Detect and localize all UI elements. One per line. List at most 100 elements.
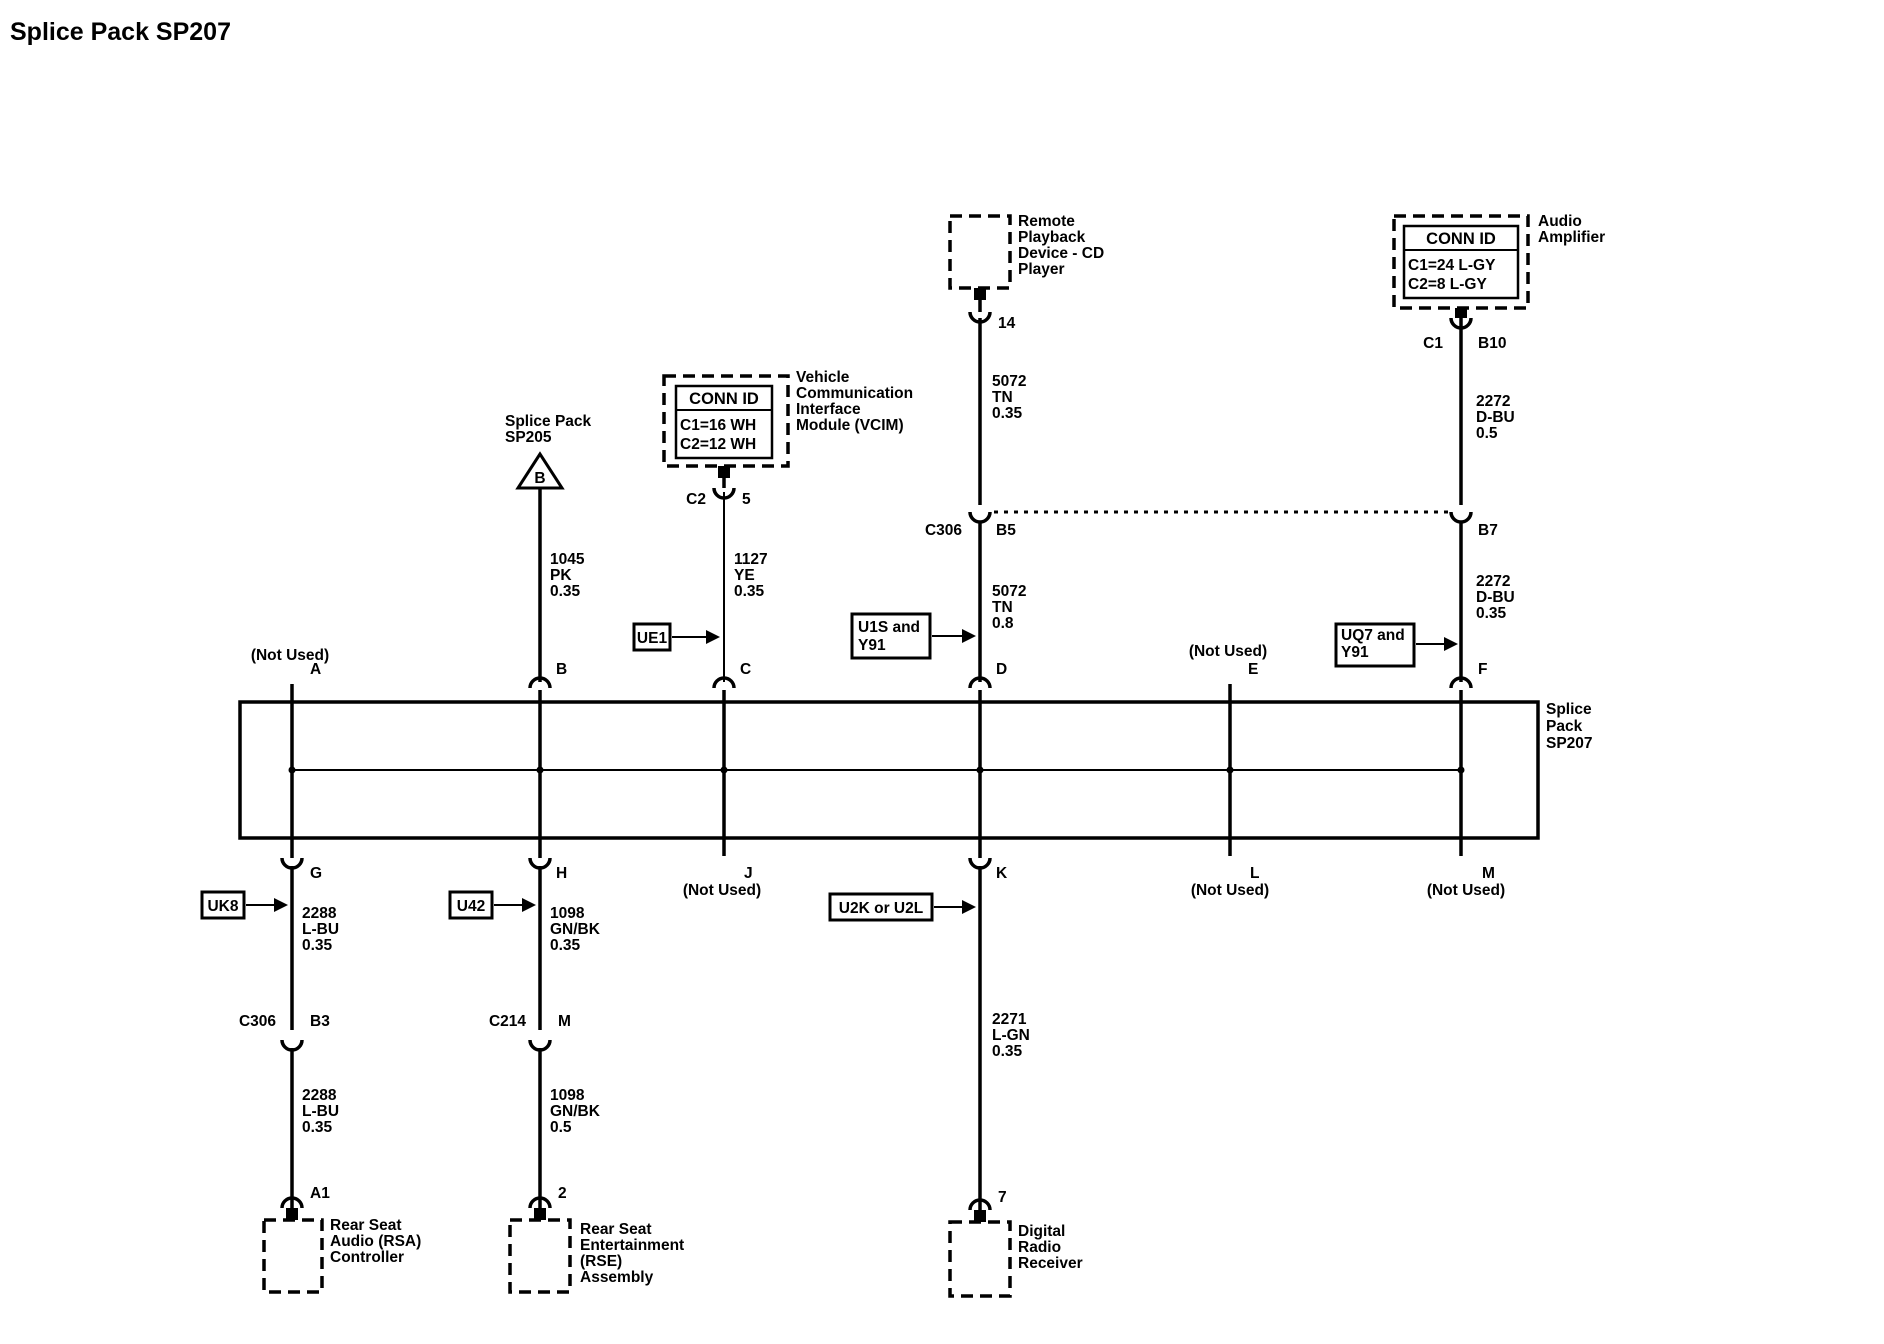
pin-h-label: H (556, 865, 567, 882)
rse-label-3: (RSE) (580, 1253, 622, 1270)
svg-text:L-GN: L-GN (992, 1027, 1030, 1044)
page-title: Splice Pack SP207 (10, 18, 231, 46)
pin-e-not-used: (Not Used) (1189, 643, 1267, 660)
svg-text:0.8: 0.8 (992, 615, 1014, 632)
amplifier-conn-id-c2: C2=8 L-GY (1408, 276, 1487, 293)
connector-cups (280, 311, 1473, 1211)
pin-b-label: B (556, 661, 567, 678)
splice-pack-label-3: SP207 (1546, 735, 1593, 752)
amplifier-label-1: Audio (1538, 213, 1582, 230)
svg-text:0.35: 0.35 (302, 1119, 333, 1136)
svg-text:0.5: 0.5 (550, 1119, 572, 1136)
vcim-connector-id: C2 (686, 491, 706, 508)
svg-text:2288: 2288 (302, 1087, 337, 1104)
rse-label-1: Rear Seat (580, 1221, 652, 1238)
wire-label-2288-lower: 2288 L-BU 0.35 (302, 1087, 339, 1136)
radio-label-2: Radio (1018, 1239, 1061, 1256)
cd-player-pin: 14 (998, 315, 1016, 332)
svg-text:PK: PK (550, 567, 572, 584)
radio-label-3: Receiver (1018, 1255, 1083, 1272)
option-uq7-y91-arrow: UQ7 and Y91 (1334, 622, 1458, 668)
cd-player-label-4: Player (1018, 261, 1065, 278)
pin-d-label: D (996, 661, 1007, 678)
sp205-symbol-letter: B (534, 470, 545, 487)
splice-pack-sp207-body (238, 700, 1540, 840)
splice-pack-label-2: Pack (1546, 718, 1583, 735)
pin-j-label: J (744, 865, 753, 882)
rse-pin: 2 (558, 1185, 567, 1202)
amplifier-connector-id: C1 (1423, 335, 1443, 352)
cd-player-label-3: Device - CD (1018, 245, 1104, 262)
splice-pack-sp205-reference-symbol (515, 451, 565, 490)
svg-text:1045: 1045 (550, 551, 585, 568)
wire-label-5072-upper: 5072 TN 0.35 (992, 373, 1026, 422)
option-u1s-y91-arrow: U1S and Y91 (850, 612, 976, 660)
wire-label-2272-lower: 2272 D-BU 0.35 (1476, 573, 1515, 622)
svg-text:0.35: 0.35 (302, 937, 333, 954)
vcim-pin: 5 (742, 491, 751, 508)
svg-text:2272: 2272 (1476, 393, 1510, 410)
svg-text:0.35: 0.35 (992, 1043, 1023, 1060)
svg-text:L-BU: L-BU (302, 1103, 339, 1120)
amplifier-conn-id-title: CONN ID (1426, 230, 1496, 248)
option-u42-arrow: U42 (448, 890, 536, 920)
pin-f-label: F (1478, 661, 1487, 678)
svg-text:U2K or U2L: U2K or U2L (839, 900, 923, 917)
svg-text:UE1: UE1 (637, 630, 668, 647)
svg-text:U1S and: U1S and (858, 619, 920, 636)
svg-text:2271: 2271 (992, 1011, 1027, 1028)
pin-a-not-used: (Not Used) (251, 647, 329, 664)
sp205-label-2: SP205 (505, 429, 552, 446)
vcim-conn-id-table (674, 384, 774, 460)
svg-text:0.35: 0.35 (550, 583, 581, 600)
wire-label-1098-upper: 1098 GN/BK 0.35 (550, 905, 601, 954)
cd-player-device-box (948, 214, 1012, 290)
svg-text:2288: 2288 (302, 905, 337, 922)
svg-text:U42: U42 (457, 898, 485, 915)
svg-text:UQ7 and: UQ7 and (1341, 627, 1405, 644)
svg-text:0.35: 0.35 (992, 405, 1023, 422)
wire-label-1045: 1045 PK 0.35 (550, 551, 585, 600)
pin-k-label: K (996, 865, 1008, 882)
amplifier-pin: B10 (1478, 335, 1506, 352)
inline-connector-c214: C214 (489, 1013, 526, 1030)
amplifier-conn-id-table (1402, 224, 1520, 300)
wire-label-1098-lower: 1098 GN/BK 0.5 (550, 1087, 601, 1136)
pin-a-label: A (310, 661, 321, 678)
rsa-controller-device (262, 1200, 324, 1294)
pin-l-not-used: (Not Used) (1191, 882, 1269, 899)
svg-text:1098: 1098 (550, 1087, 585, 1104)
inline-pin-b3: B3 (310, 1013, 330, 1030)
rsa-label-2: Audio (RSA) (330, 1233, 421, 1250)
option-ue1-arrow: UE1 (632, 622, 720, 652)
svg-text:Y91: Y91 (858, 637, 886, 654)
svg-text:UK8: UK8 (207, 898, 238, 915)
svg-text:5072: 5072 (992, 583, 1026, 600)
svg-text:0.35: 0.35 (1476, 605, 1507, 622)
inline-pin-m: M (558, 1013, 571, 1030)
vcim-label-3: Interface (796, 401, 861, 418)
wire-label-2271: 2271 L-GN 0.35 (992, 1011, 1030, 1060)
svg-text:1098: 1098 (550, 905, 585, 922)
radio-pin: 7 (998, 1189, 1007, 1206)
vcim-label-1: Vehicle (796, 369, 850, 386)
svg-text:GN/BK: GN/BK (550, 921, 601, 938)
pin-m-not-used: (Not Used) (1427, 882, 1505, 899)
amplifier-label-2: Amplifier (1538, 229, 1605, 246)
vcim-label-2: Communication (796, 385, 913, 402)
svg-text:TN: TN (992, 599, 1013, 616)
svg-text:2272: 2272 (1476, 573, 1510, 590)
svg-text:0.5: 0.5 (1476, 425, 1498, 442)
vcim-conn-id-title: CONN ID (689, 390, 759, 408)
svg-text:1127: 1127 (734, 551, 768, 568)
svg-text:YE: YE (734, 567, 755, 584)
amplifier-conn-id-c1: C1=24 L-GY (1408, 257, 1496, 274)
cd-player-label-2: Playback (1018, 229, 1086, 246)
svg-text:Y91: Y91 (1341, 644, 1369, 661)
vcim-conn-id-c1: C1=16 WH (680, 417, 756, 434)
sp205-label-1: Splice Pack (505, 413, 592, 430)
inline-connector-c306-top: C306 (925, 522, 962, 539)
svg-text:D-BU: D-BU (1476, 409, 1515, 426)
svg-text:D-BU: D-BU (1476, 589, 1515, 606)
svg-text:0.35: 0.35 (734, 583, 765, 600)
